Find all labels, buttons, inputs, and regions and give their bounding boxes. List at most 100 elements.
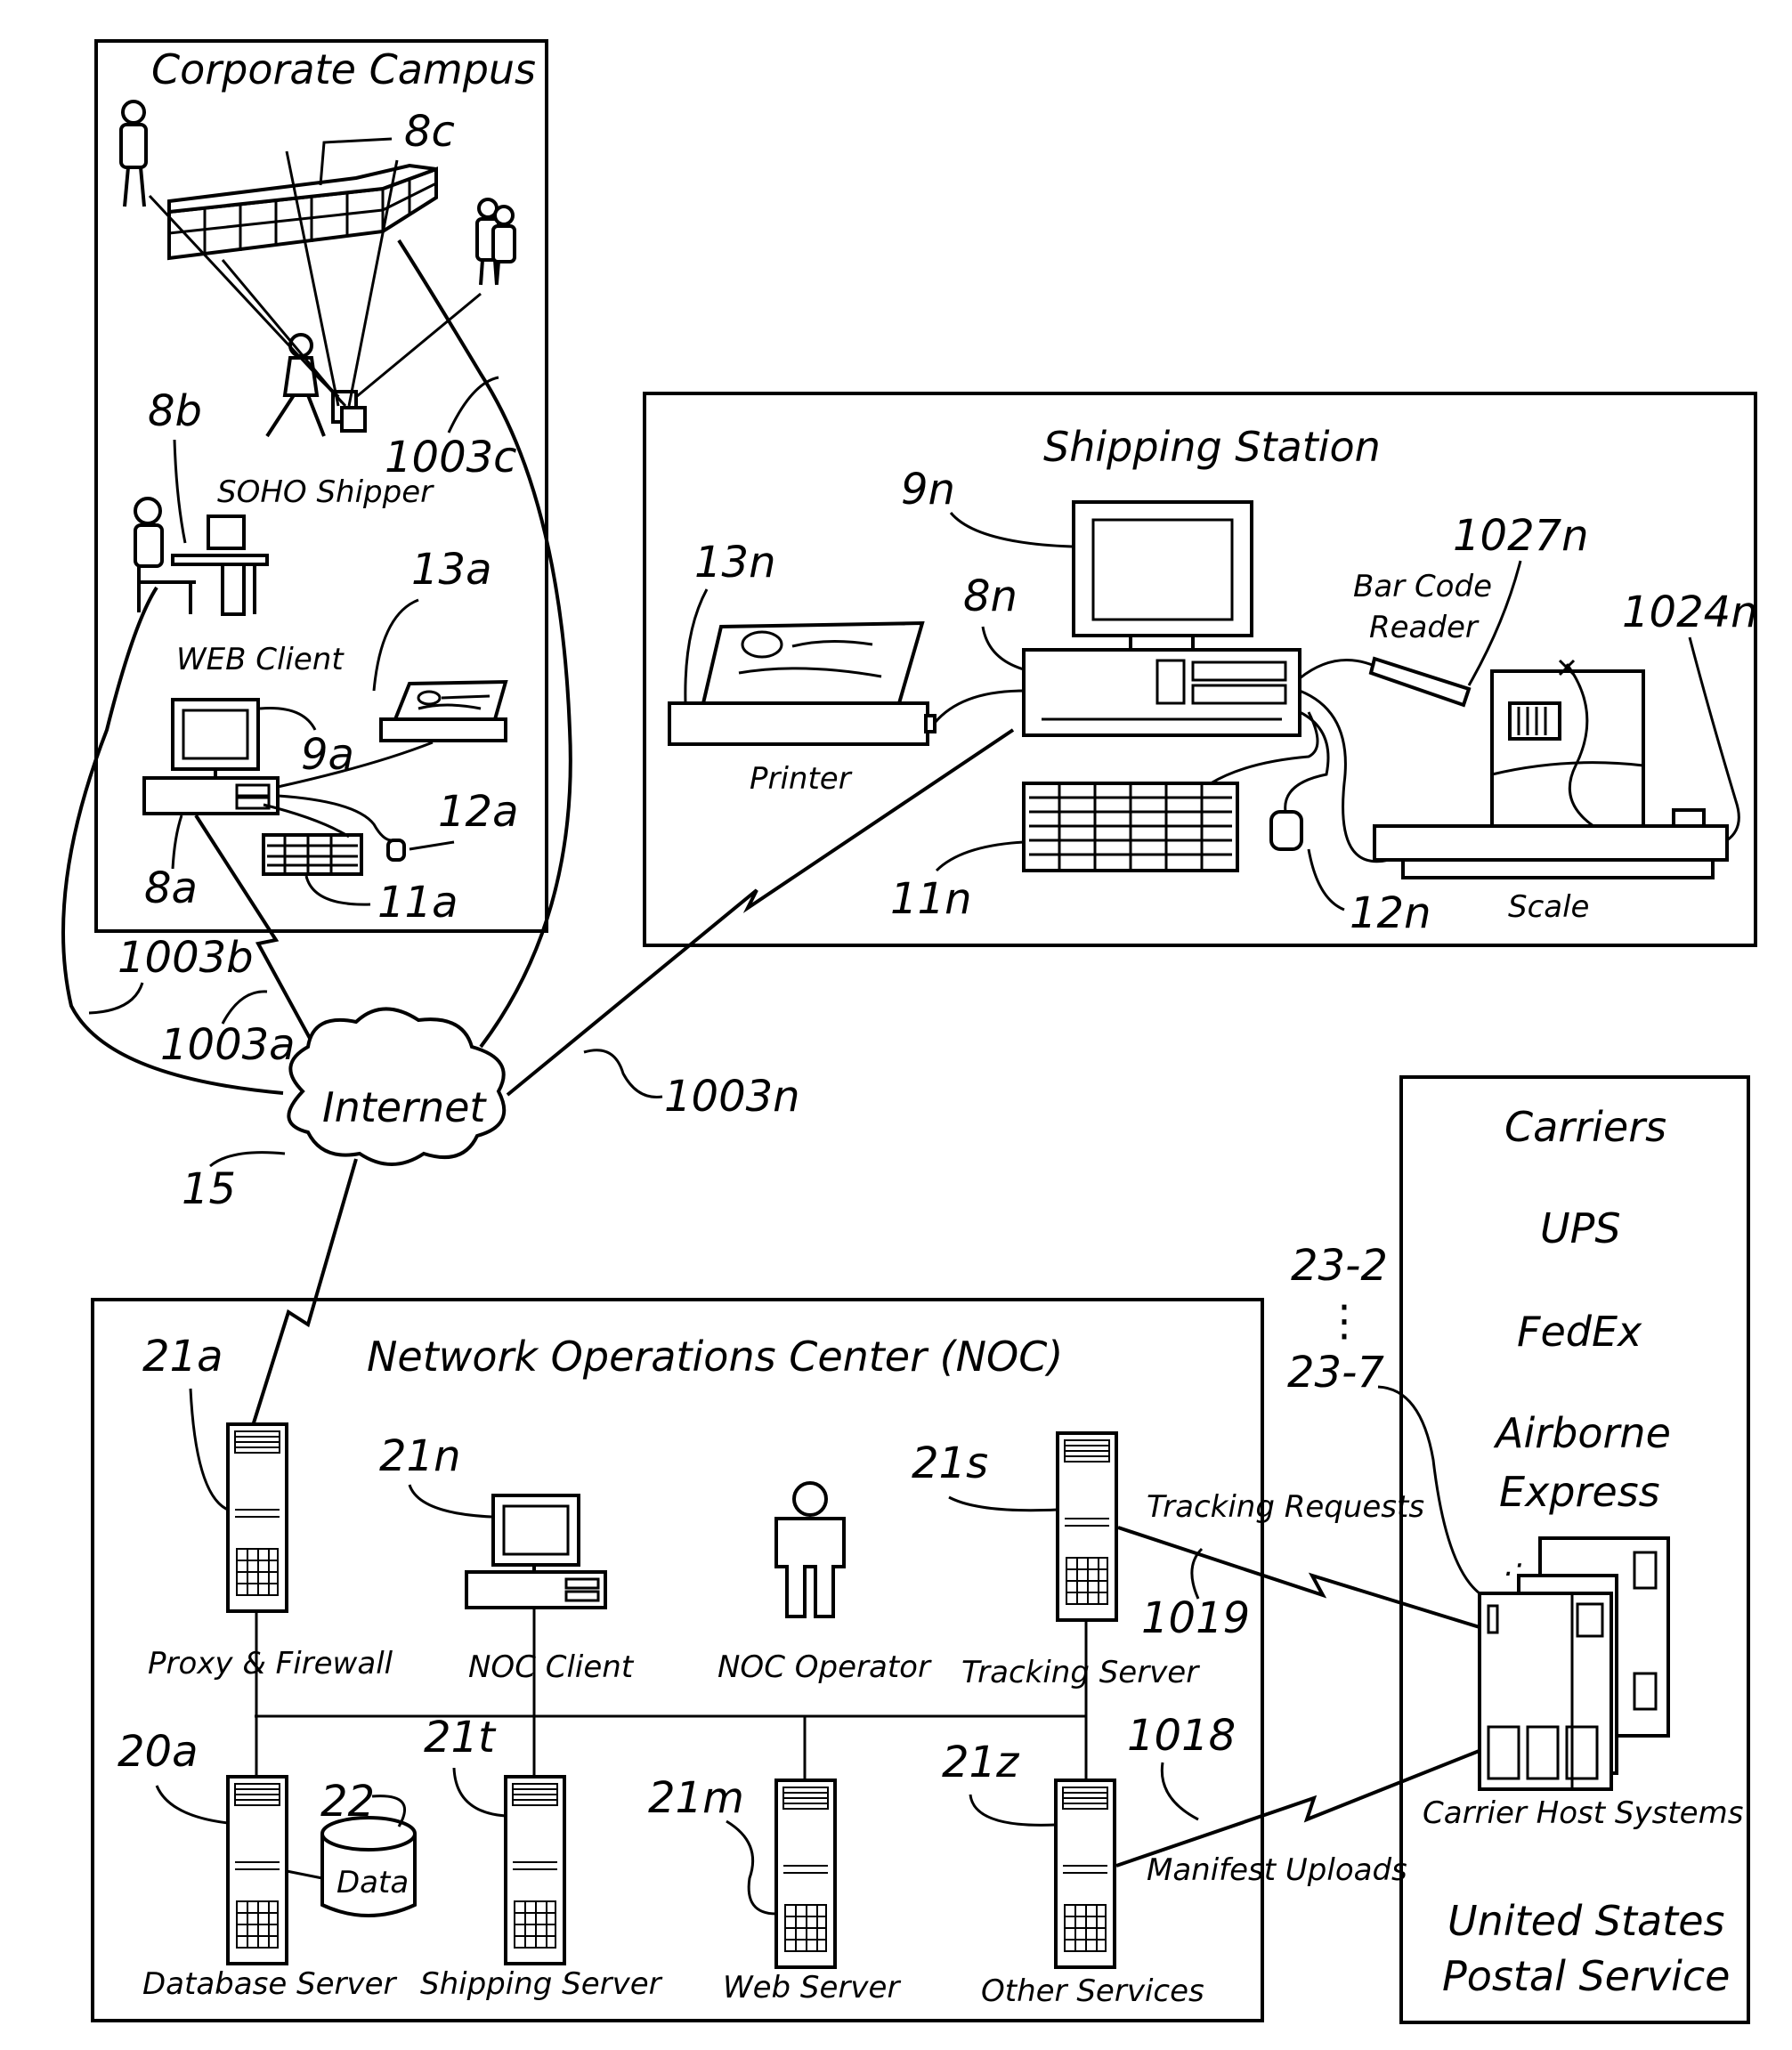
carrier-usps-1: United States [1447, 1897, 1725, 1945]
database-server-icon [228, 1777, 287, 1964]
ref-1003c: 1003c [385, 433, 517, 482]
leader-8n [983, 627, 1024, 669]
ref-1024n: 1024n [1622, 587, 1758, 637]
ref-12n: 12n [1350, 888, 1431, 938]
ref-1019: 1019 [1141, 1593, 1250, 1643]
cpu-icon [1024, 650, 1300, 735]
leader-13n [685, 589, 707, 703]
shipping-server-label: Shipping Server [420, 1966, 663, 2002]
soho-desk-icon [135, 498, 267, 614]
leader-1018 [1162, 1762, 1198, 1819]
computer-icon [144, 700, 278, 814]
ref-1018: 1018 [1127, 1711, 1236, 1761]
ref-1003b: 1003b [118, 933, 254, 983]
scale-label: Scale [1508, 889, 1589, 925]
proxy-server-icon [228, 1424, 287, 1611]
tracking-server-label: Tracking Server [961, 1655, 1200, 1690]
leader-21a [191, 1389, 228, 1510]
proxy-label: Proxy & Firewall [148, 1646, 393, 1681]
ref-8b: 8b [148, 386, 202, 436]
office-building-icon [169, 166, 436, 258]
leader-1003c [449, 377, 499, 433]
leader-11n [937, 842, 1024, 871]
ref-21t: 21t [424, 1713, 497, 1762]
leader-21m [726, 1821, 776, 1914]
ref-20a: 20a [118, 1727, 199, 1777]
ref-11n: 11n [890, 874, 972, 924]
leader-9a [260, 709, 315, 731]
ellipsis-dots: ⋮ [1323, 1296, 1366, 1346]
manifest-uploads-label: Manifest Uploads [1147, 1852, 1407, 1888]
carrier-ups: UPS [1540, 1204, 1621, 1252]
leader-21n [409, 1485, 491, 1517]
leader-13a [374, 600, 418, 691]
ref-11a: 11a [377, 878, 458, 928]
db-link [287, 1871, 322, 1878]
mouse-icon [1271, 812, 1301, 849]
ref-8a: 8a [144, 863, 198, 913]
noc-title: Network Operations Center (NOC) [367, 1333, 1063, 1381]
leader-11a [306, 876, 370, 904]
delivery-person-icon [267, 335, 365, 436]
ref-21s: 21s [912, 1438, 988, 1488]
printer-label: Printer [750, 761, 853, 797]
leader-21s [949, 1497, 1058, 1511]
ref-1003n: 1003n [664, 1072, 800, 1122]
printer-icon [669, 623, 935, 744]
ref-13n: 13n [694, 538, 776, 587]
leader-8b [174, 440, 185, 543]
barcode-label-2: Reader [1369, 610, 1480, 645]
leader-12n [1309, 849, 1344, 910]
leader-12a [409, 842, 454, 849]
shipping-station-title: Shipping Station [1043, 423, 1381, 471]
ref-21m: 21m [648, 1773, 744, 1823]
cable-barcode [1300, 660, 1374, 678]
carrier-airborne-2: Express [1499, 1468, 1660, 1516]
carrier-host-label: Carrier Host Systems [1423, 1795, 1743, 1831]
leader-1003n [584, 1050, 662, 1098]
ref-12a: 12a [438, 787, 519, 837]
noc-operator-label: NOC Operator [718, 1649, 932, 1685]
carriers-title: Carriers [1504, 1103, 1666, 1151]
monitor-icon [1074, 502, 1252, 650]
mouse-icon [388, 840, 404, 860]
keyboard-icon [264, 835, 361, 874]
noc-client-icon [466, 1495, 605, 1608]
tracking-requests-label: Tracking Requests [1147, 1489, 1424, 1525]
database-server-label: Database Server [142, 1966, 398, 2002]
leader-9n [951, 513, 1072, 547]
printer-icon [381, 682, 506, 741]
leader-21z [970, 1795, 1056, 1825]
ref-8n: 8n [963, 571, 1018, 621]
host-ellipsis: .· [1504, 1548, 1524, 1584]
ref-1027n: 1027n [1453, 511, 1589, 561]
ref-8c: 8c [404, 107, 455, 157]
tracking-server-icon [1058, 1433, 1116, 1620]
ref-22: 22 [320, 1777, 375, 1827]
internet-label: Internet [322, 1083, 487, 1131]
web-server-icon [776, 1780, 835, 1967]
ref-15: 15 [182, 1164, 236, 1214]
web-server-label: Web Server [723, 1970, 901, 2005]
shipping-server-icon [506, 1777, 564, 1964]
carrier-airborne-1: Airborne [1493, 1409, 1671, 1457]
ref-9n: 9n [901, 465, 955, 515]
cable-printer-station [935, 691, 1024, 723]
other-services-server-icon [1056, 1780, 1115, 1967]
ref-21a: 21a [142, 1332, 223, 1382]
barcode-reader-icon [1371, 659, 1469, 705]
ref-23-2: 23-2 [1291, 1241, 1388, 1291]
link-internet-noc [251, 1159, 356, 1431]
other-services-label: Other Services [981, 1973, 1204, 2009]
data-label: Data [337, 1865, 409, 1900]
ref-9a: 9a [301, 730, 354, 780]
web-client-label: WEB Client [176, 642, 345, 677]
couple-icon [477, 199, 515, 285]
carrier-usps-2: Postal Service [1442, 1952, 1730, 2000]
leader-8a [173, 815, 182, 869]
operator-person-icon [776, 1483, 844, 1617]
leader-21t [454, 1768, 506, 1816]
ref-23-7: 23-7 [1287, 1348, 1384, 1398]
leader-1003b [89, 983, 142, 1013]
